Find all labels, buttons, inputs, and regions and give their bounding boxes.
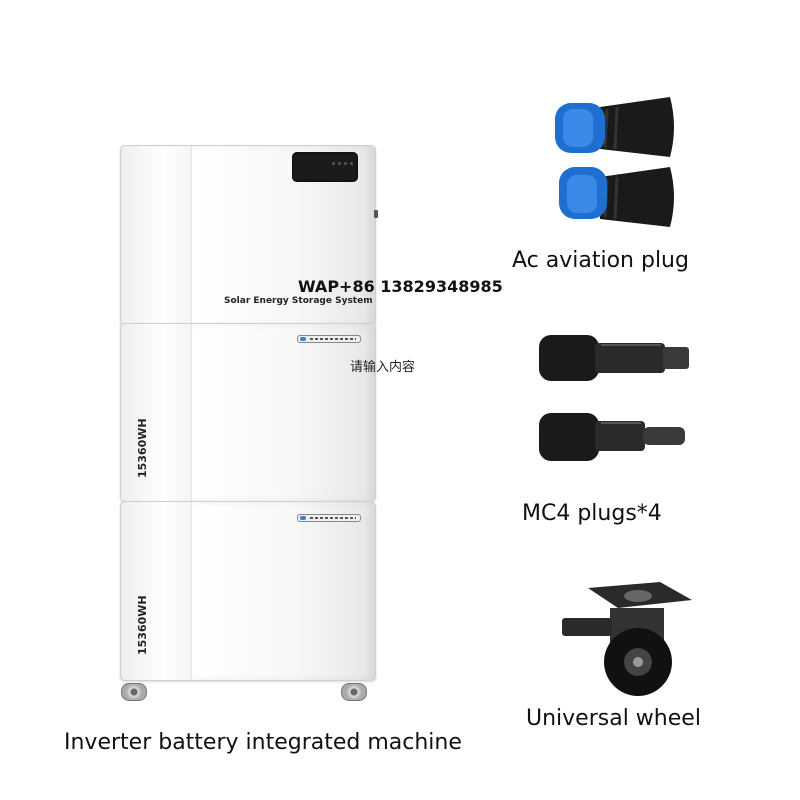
mc4-caption: MC4 plugs*4 [522, 501, 662, 526]
contact-watermark: WAP+86 13829348985 [298, 277, 503, 296]
module-1-label: 15360WH [136, 418, 149, 478]
cabinet-wheel-right [341, 683, 367, 701]
machine-caption: Inverter battery integrated machine [64, 730, 462, 755]
module-2-label: 15360WH [136, 595, 149, 655]
battery-module-2 [120, 501, 376, 681]
module-1-indicator [297, 335, 361, 343]
inverter-ridge [121, 146, 192, 326]
ac-aviation-plug-icon [555, 97, 674, 227]
wheel-caption: Universal wheel [526, 706, 701, 731]
ac-plug-caption: Ac aviation plug [512, 248, 689, 273]
mc4-plug-icon [539, 335, 689, 461]
battery-module-1 [120, 323, 376, 502]
caster-wheel-icon [562, 582, 692, 696]
brand-text: Solar Energy Storage System [224, 296, 373, 306]
module-1-ridge [121, 324, 192, 501]
module-2-indicator [297, 514, 361, 522]
display-panel [292, 152, 358, 182]
side-port [374, 210, 378, 218]
cabinet-wheel-left [121, 683, 147, 701]
module-2-ridge [121, 502, 192, 680]
placeholder-text: 请输入内容 [350, 360, 416, 375]
